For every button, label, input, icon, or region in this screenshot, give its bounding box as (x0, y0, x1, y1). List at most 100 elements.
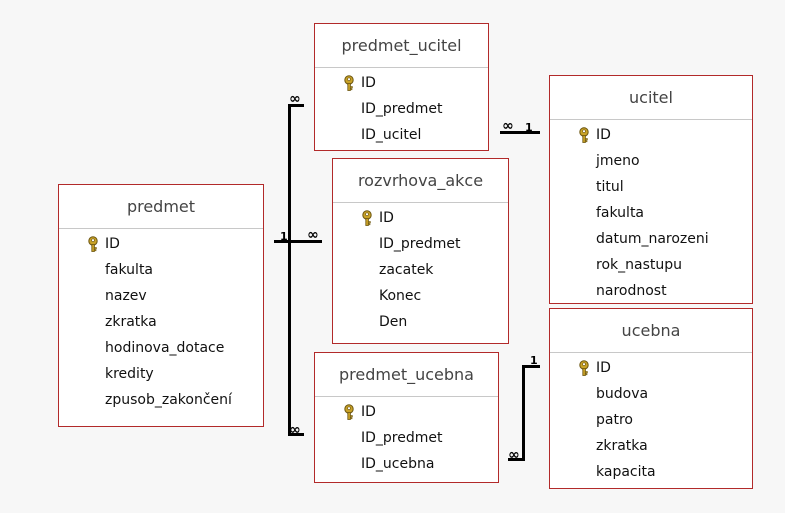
field-name: rok_nastupu (596, 257, 682, 273)
field-name: datum_narozeni (596, 231, 709, 247)
field-row[interactable]: Den (333, 309, 508, 335)
field-name: zpusob_zakončení (105, 392, 232, 408)
field-name: ID (596, 127, 611, 143)
field-row[interactable]: kapacita (550, 459, 752, 485)
field-name: ID (105, 236, 120, 252)
cardinality-many-label: ∞ (508, 447, 520, 463)
field-name: fakulta (105, 262, 154, 278)
field-row[interactable]: hodinova_dotace (59, 335, 263, 361)
field-name: ID (361, 75, 376, 91)
field-name: ID_predmet (379, 236, 461, 252)
field-name: zkratka (596, 438, 648, 454)
primary-key-icon (342, 74, 356, 91)
field-row[interactable]: budova (550, 381, 752, 407)
field-name: ID (596, 360, 611, 376)
table-title: predmet_ucebna (315, 353, 498, 397)
field-row[interactable]: ID_predmet (315, 425, 498, 451)
field-row[interactable]: zkratka (59, 309, 263, 335)
field-list: ID budova patro zkratka kapacita (550, 353, 752, 485)
field-row[interactable]: fakulta (59, 257, 263, 283)
primary-key-icon (577, 359, 591, 376)
relation-line (522, 365, 525, 461)
field-list: ID jmeno titul fakulta datum_narozeni rok_nas… (550, 120, 752, 304)
primary-key-field[interactable]: ID (550, 355, 752, 381)
cardinality-one-label: 1 (525, 121, 533, 134)
field-name: Konec (379, 288, 422, 304)
field-row[interactable]: nazev (59, 283, 263, 309)
field-name: zacatek (379, 262, 434, 278)
table-title: rozvrhova_akce (333, 159, 508, 203)
field-row[interactable]: jmeno (550, 148, 752, 174)
field-row[interactable]: ID_predmet (315, 96, 488, 122)
field-name: hodinova_dotace (105, 340, 225, 356)
field-name: ID (361, 404, 376, 420)
field-row[interactable]: narodnost (550, 278, 752, 304)
field-row[interactable]: datum_narozeni (550, 226, 752, 252)
field-row[interactable]: rok_nastupu (550, 252, 752, 278)
field-name: nazev (105, 288, 147, 304)
field-name: narodnost (596, 283, 667, 299)
field-name: ID_predmet (361, 430, 443, 446)
relation-line (500, 131, 540, 134)
field-name: kapacita (596, 464, 656, 480)
primary-key-field[interactable]: ID (315, 399, 498, 425)
field-row[interactable]: kredity (59, 361, 263, 387)
field-name: jmeno (596, 153, 640, 169)
field-name: Den (379, 314, 408, 330)
cardinality-many-label: ∞ (502, 118, 514, 134)
primary-key-field[interactable]: ID (315, 70, 488, 96)
table-title: predmet (59, 185, 263, 229)
table-ucebna[interactable]: ucebna ID budova patro zkratka kapacita (549, 308, 753, 489)
primary-key-field[interactable]: ID (550, 122, 752, 148)
table-title: predmet_ucitel (315, 24, 488, 68)
field-row[interactable]: patro (550, 407, 752, 433)
cardinality-many-label: ∞ (289, 422, 301, 438)
field-row[interactable]: ID_ucitel (315, 122, 488, 148)
cardinality-many-label: ∞ (289, 91, 301, 107)
table-predmet[interactable]: predmet ID fakulta nazev zkratka hodinova_do… (58, 184, 264, 427)
field-name: ID_ucitel (361, 127, 422, 143)
field-row[interactable]: fakulta (550, 200, 752, 226)
field-row[interactable]: ID_ucebna (315, 451, 498, 477)
field-name: kredity (105, 366, 154, 382)
relation-line (508, 458, 525, 461)
relation-line (288, 433, 304, 436)
relation-line (288, 104, 304, 107)
field-row[interactable]: zpusob_zakončení (59, 387, 263, 413)
field-row[interactable]: zacatek (333, 257, 508, 283)
primary-key-field[interactable]: ID (333, 205, 508, 231)
field-row[interactable]: titul (550, 174, 752, 200)
field-name: budova (596, 386, 649, 402)
field-row[interactable]: zkratka (550, 433, 752, 459)
field-name: ID_predmet (361, 101, 443, 117)
cardinality-one-label: 1 (530, 354, 538, 367)
cardinality-one-label: 1 (280, 230, 288, 243)
field-name: ID_ucebna (361, 456, 435, 472)
table-ucitel[interactable]: ucitel ID jmeno titul fakulta datum_narozeni… (549, 75, 753, 304)
primary-key-icon (360, 209, 374, 226)
primary-key-icon (86, 235, 100, 252)
table-title: ucebna (550, 309, 752, 353)
relation-line (288, 104, 291, 436)
field-name: titul (596, 179, 624, 195)
primary-key-field[interactable]: ID (59, 231, 263, 257)
field-name: fakulta (596, 205, 645, 221)
field-name: zkratka (105, 314, 157, 330)
field-name: ID (379, 210, 394, 226)
relation-line (522, 365, 540, 368)
field-row[interactable]: Konec (333, 283, 508, 309)
primary-key-icon (342, 403, 356, 420)
table-title: ucitel (550, 76, 752, 120)
relation-line (274, 240, 322, 243)
cardinality-many-label: ∞ (307, 227, 319, 243)
field-name: patro (596, 412, 633, 428)
field-row[interactable]: ID_predmet (333, 231, 508, 257)
primary-key-icon (577, 126, 591, 143)
